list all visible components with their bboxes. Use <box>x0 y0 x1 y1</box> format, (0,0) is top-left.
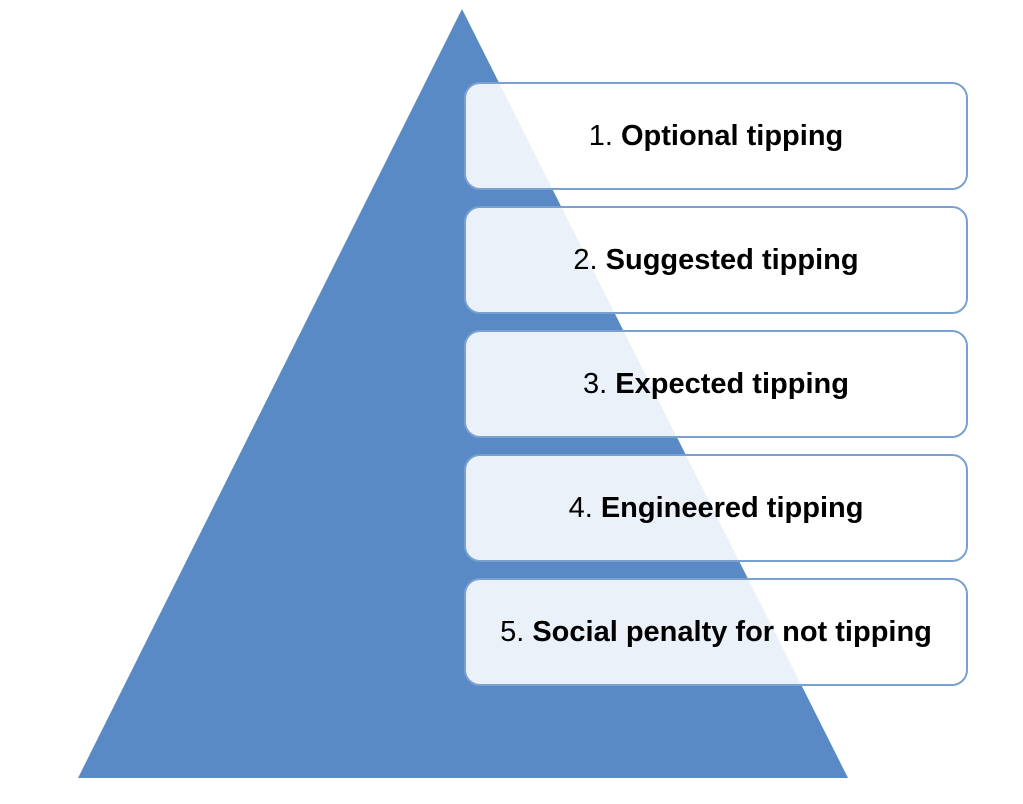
level-5-box: 5. Social penalty for not tipping <box>464 578 968 686</box>
level-2-number: 2. <box>573 243 598 276</box>
level-3-number: 3. <box>583 367 608 400</box>
level-2-box: 2. Suggested tipping <box>464 206 968 314</box>
level-1-label: Optional tipping <box>620 119 844 152</box>
level-5-label: Social penalty for not tipping <box>532 615 932 648</box>
level-1-number: 1. <box>588 119 613 152</box>
level-3-label: Expected tipping <box>615 367 849 400</box>
level-2-label: Suggested tipping <box>605 243 859 276</box>
level-3-box: 3. Expected tipping <box>464 330 968 438</box>
level-1-box: 1. Optional tipping <box>464 82 968 190</box>
level-4-number: 4. <box>568 491 593 524</box>
level-5-number: 5. <box>500 615 525 648</box>
level-4-label: Engineered tipping <box>600 491 864 524</box>
level-4-box: 4. Engineered tipping <box>464 454 968 562</box>
